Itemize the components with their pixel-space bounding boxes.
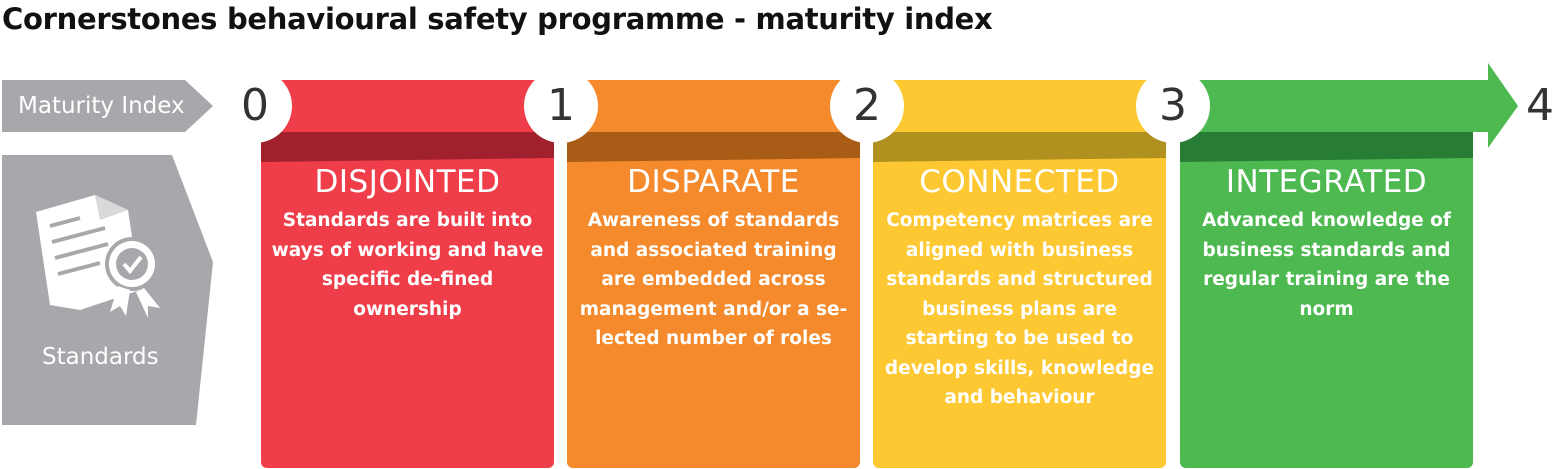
stage-band <box>561 80 867 132</box>
stage-title: INTEGRATED <box>1225 164 1428 200</box>
stage-card-bg <box>873 132 1166 468</box>
stage-card-bg <box>1180 132 1473 468</box>
stage-card-bg <box>261 132 554 468</box>
stage-fold-shadow <box>873 132 1166 162</box>
certificate-document-icon <box>36 195 160 318</box>
level-circle <box>218 69 292 143</box>
stage-band <box>867 80 1173 132</box>
stage-title: DISJOINTED <box>314 164 501 200</box>
stage-description: Advanced knowledge of business standards… <box>1202 210 1451 320</box>
level-circle <box>830 69 904 143</box>
stage-band <box>255 80 561 132</box>
level-1-number: 1 <box>547 80 575 131</box>
stage-fold-shadow <box>261 132 554 162</box>
level-circle <box>1136 69 1210 143</box>
stage-card-bg <box>567 132 860 468</box>
stage-card-integrated: INTEGRATED Advanced knowledge of busines… <box>1180 160 1473 324</box>
maturity-index-label: Maturity Index <box>18 93 185 119</box>
stage-fold-shadow <box>1180 132 1473 162</box>
stage-fold-shadow <box>567 132 860 162</box>
page-title: Cornerstones behavioural safety programm… <box>2 2 993 36</box>
stage-band <box>1173 80 1490 132</box>
stage-card-disparate: DISPARATE Awareness of standards and ass… <box>567 160 860 354</box>
level-3-number: 3 <box>1159 80 1187 131</box>
stage-card-disjointed: DISJOINTED Standards are built into ways… <box>261 160 554 324</box>
level-divider <box>1167 130 1179 469</box>
level-2-number: 2 <box>853 80 881 131</box>
progress-arrowhead <box>1488 63 1518 148</box>
level-divider <box>861 130 873 469</box>
stage-card-connected: CONNECTED Competency matrices are aligne… <box>873 160 1166 413</box>
stage-description: Competency matrices are aligned with bus… <box>884 210 1155 408</box>
stage-description: Standards are built into ways of working… <box>271 210 544 320</box>
standards-label: Standards <box>42 344 159 370</box>
level-circle <box>524 69 598 143</box>
level-0-number: 0 <box>241 80 269 131</box>
level-4-number: 4 <box>1526 80 1554 131</box>
stage-description: Awareness of standards and associated tr… <box>579 210 848 349</box>
level-divider <box>555 130 567 469</box>
stage-title: DISPARATE <box>627 164 800 200</box>
stage-title: CONNECTED <box>919 164 1120 200</box>
maturity-index-arrow <box>2 80 213 132</box>
